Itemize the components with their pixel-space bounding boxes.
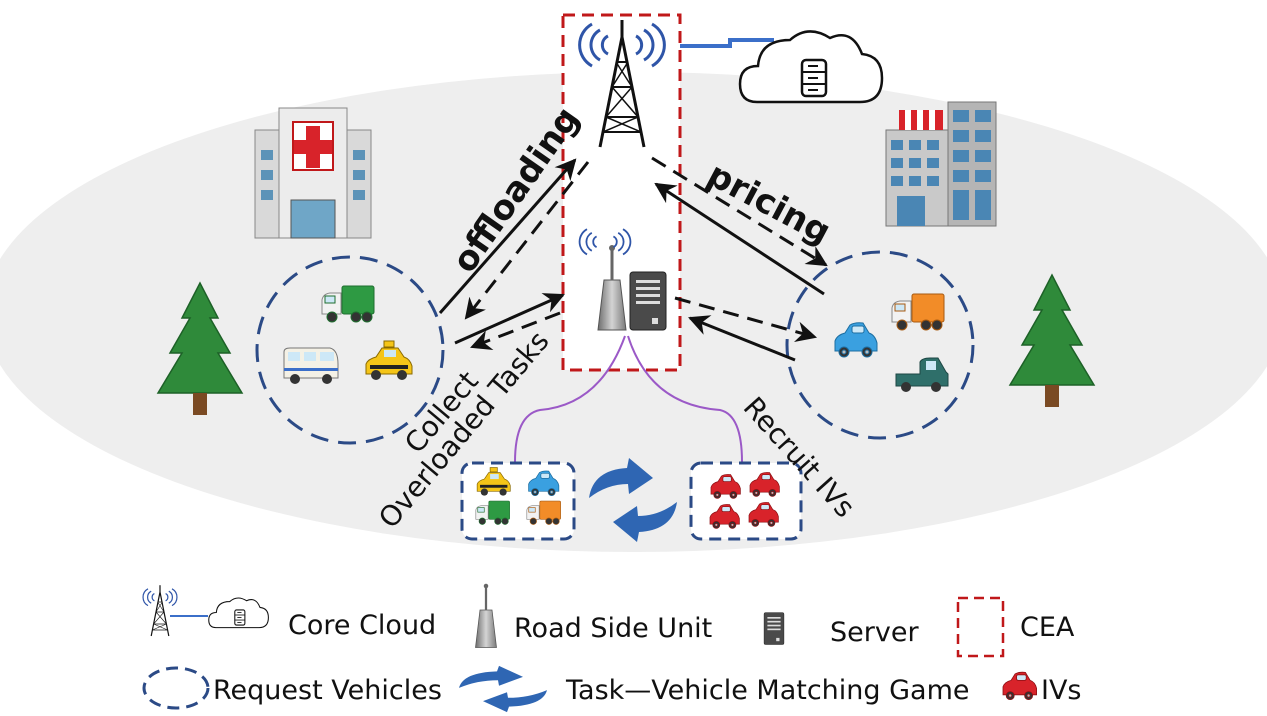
legend-iv-icon — [1002, 671, 1037, 700]
legend-request-vehicles-label: Request Vehicles — [213, 675, 442, 706]
rsu-arrow-left-dashed — [470, 311, 561, 350]
iv-group — [689, 461, 803, 541]
legend-tower-icon — [150, 584, 170, 637]
collect-link — [514, 335, 626, 463]
pricing-arrow-dashed — [651, 156, 828, 267]
legend-cloud-server-icon — [208, 597, 269, 629]
legend-core-cloud-label: Core Cloud — [288, 610, 436, 641]
rsu-arrow-right-solid — [688, 315, 796, 362]
legend-matching-game-label: Task—Vehicle Matching Game — [565, 675, 970, 706]
server-icon — [629, 271, 667, 331]
offloading-arrow-dashed — [464, 161, 590, 320]
request-vehicle-group-left — [255, 255, 445, 445]
legend-server-label: Server — [830, 617, 919, 648]
legend-rsu-label: Road Side Unit — [514, 613, 712, 644]
arrows — [438, 156, 828, 362]
legend-request-vehicles-icon — [142, 666, 210, 710]
legend-ivs-label: IVs — [1041, 675, 1082, 706]
legend-matching-arrows-icon — [459, 665, 547, 713]
legend-server-icon — [763, 612, 785, 645]
request-vehicle-group-right — [785, 250, 975, 440]
legend-cea-box — [956, 596, 1005, 658]
hospital-icon — [254, 107, 372, 239]
office-building-icon — [885, 101, 997, 227]
recruit-link — [627, 335, 743, 463]
cloud-server-icon — [738, 30, 884, 104]
legend-cea-label: CEA — [1020, 612, 1075, 643]
cloud-link-line — [680, 38, 774, 48]
pricing-arrow-solid — [654, 182, 825, 296]
legend-rsu-icon — [474, 582, 498, 649]
offloading-arrow-solid — [438, 158, 577, 314]
